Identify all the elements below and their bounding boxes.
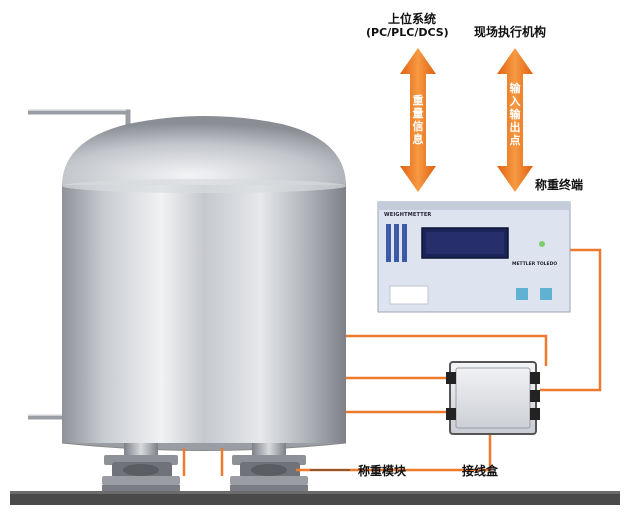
arrow-io-points (497, 48, 533, 192)
tank-body (62, 185, 346, 443)
tank-dome (62, 116, 346, 186)
arrow-weight-info (400, 48, 436, 192)
ground (10, 491, 620, 505)
junction-box-label: 接线盒 (462, 464, 499, 478)
terminal-nameplate (389, 285, 429, 305)
load-cell-left (102, 443, 180, 491)
weight-info-label: 重量信息 (412, 94, 424, 146)
upper-system-label: 上位系统 (388, 12, 437, 26)
io-points-label: 输入输出点 (509, 82, 521, 147)
status-led (539, 241, 545, 247)
terminal-model-text: WEIGHTMETTER (384, 212, 432, 218)
cables (182, 248, 602, 476)
load-cell-right (230, 443, 308, 491)
terminal-button-1 (516, 288, 528, 300)
field-actuator-label: 现场执行机构 (474, 25, 547, 39)
weighing-module-label: 称重模块 (358, 464, 407, 478)
weighing-terminal-label: 称重终端 (535, 178, 584, 192)
weighing-terminal (377, 201, 571, 313)
upper-system-sublabel: (PC/PLC/DCS) (366, 26, 449, 39)
tank (61, 116, 347, 451)
junction-box (446, 361, 540, 435)
terminal-button-2 (540, 288, 552, 300)
terminal-brand-text: METTLER TOLEDO (512, 262, 558, 267)
pipe-side (28, 414, 64, 420)
